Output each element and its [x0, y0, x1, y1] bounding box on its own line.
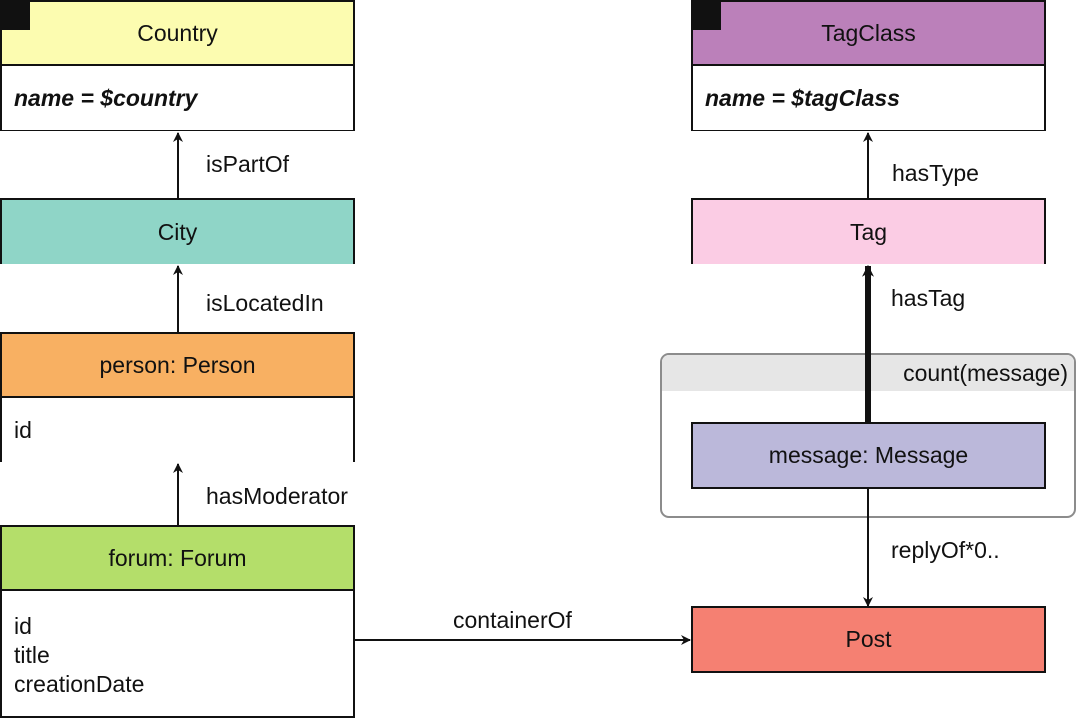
node-message-label: message: Message — [768, 442, 969, 468]
node-post: Post — [691, 606, 1046, 673]
node-tagclass: TagClass name = $tagClass — [691, 0, 1046, 131]
node-city-label: City — [157, 218, 198, 245]
node-country-body: name = $country — [2, 66, 353, 130]
node-city-header: City — [2, 200, 353, 264]
node-person-body: id — [2, 398, 353, 462]
node-tag-label: Tag — [849, 218, 888, 245]
node-forum-attribute: title — [14, 642, 50, 668]
node-person-label: person: Person — [99, 351, 256, 378]
node-forum-header: forum: Forum — [2, 527, 353, 591]
node-tag: Tag — [691, 198, 1046, 264]
node-forum-body: id title creationDate — [2, 591, 353, 707]
node-country-corner-marker — [2, 2, 30, 30]
node-forum-attribute: creationDate — [14, 671, 145, 697]
node-country: Country name = $country — [0, 0, 355, 131]
edge-label-reply-of: replyOf*0.. — [891, 537, 1000, 563]
edge-label-has-tag: hasTag — [891, 285, 966, 311]
node-forum-label: forum: Forum — [108, 544, 247, 571]
node-forum-attribute: id — [14, 613, 32, 639]
node-forum: forum: Forum id title creationDate — [0, 525, 355, 718]
node-person-attribute: id — [14, 416, 32, 443]
node-country-header: Country — [2, 2, 353, 66]
edge-label-has-type: hasType — [892, 160, 979, 186]
node-message: message: Message — [691, 422, 1046, 489]
node-post-header: Post — [693, 608, 1044, 671]
node-tagclass-header: TagClass — [693, 2, 1044, 66]
node-country-label: Country — [137, 19, 218, 46]
node-person-header: person: Person — [2, 334, 353, 398]
node-tagclass-label: TagClass — [821, 19, 916, 46]
node-tagclass-corner-marker — [693, 2, 721, 30]
node-person: person: Person id — [0, 332, 355, 462]
node-message-header: message: Message — [693, 424, 1044, 487]
aggregation-label: count(message) — [903, 360, 1068, 386]
edge-label-has-moderator: hasModerator — [206, 483, 348, 509]
node-city: City — [0, 198, 355, 264]
edge-label-is-located-in: isLocatedIn — [206, 290, 324, 316]
node-post-label: Post — [845, 626, 892, 652]
node-tagclass-condition: name = $tagClass — [705, 84, 900, 111]
node-tagclass-body: name = $tagClass — [693, 66, 1044, 130]
node-tag-header: Tag — [693, 200, 1044, 264]
edge-label-container-of: containerOf — [453, 607, 572, 633]
edge-label-is-part-of: isPartOf — [206, 151, 290, 177]
node-country-condition: name = $country — [14, 84, 198, 111]
